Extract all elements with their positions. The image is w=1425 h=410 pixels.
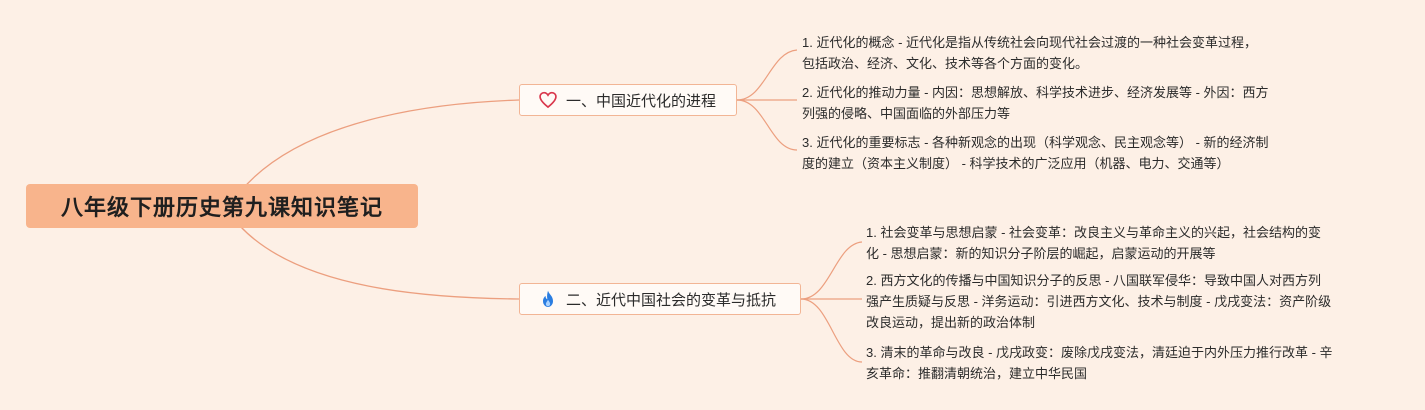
leaf-text-line: 3. 近代化的重要标志 - 各种新观念的出现（科学观念、民主观念等） - 新的经… [802,135,1269,150]
leaf-node-social-change[interactable]: 1. 社会变革与思想启蒙 - 社会变革：改良主义与革命主义的兴起，社会结构的变 … [866,222,1321,264]
leaf-text-line: 度的建立（资本主义制度） - 科学技术的广泛应用（机器、电力、交通等） [802,156,1230,171]
leaf-text-line: 亥革命：推翻清朝统治，建立中华民国 [866,366,1088,381]
leaf-node-concept[interactable]: 1. 近代化的概念 - 近代化是指从传统社会向现代社会过渡的一种社会变革过程， … [802,32,1257,74]
leaf-text-line: 改良运动，提出新的政治体制 [866,315,1036,330]
connector-root-branch-2 [239,225,520,300]
leaf-text-line: 强产生质疑与反思 - 洋务运动：引进西方文化、技术与制度 - 戊戌变法：资产阶级 [866,294,1332,309]
branch-label: 二、近代中国社会的变革与抵抗 [566,291,777,309]
fire-icon [538,289,558,309]
leaf-text-line: 3. 清末的革命与改良 - 戊戌政变：废除戊戌变法，清廷迫于内外压力推行改革 -… [866,345,1333,360]
connector-root-branch-1 [239,99,520,193]
connector-branch-1-item-3 [736,99,798,151]
connector-branch-2-item-1 [800,241,863,300]
connector-branch-1-item-1 [736,49,798,101]
heart-icon [538,90,558,110]
root-node[interactable]: 八年级下册历史第九课知识笔记 [26,184,418,228]
leaf-text-line: 2. 近代化的推动力量 - 内因：思想解放、科学技术进步、经济发展等 - 外因：… [802,85,1269,100]
leaf-text-line: 化 - 思想启蒙：新的知识分子阶层的崛起，启蒙运动的开展等 [866,246,1216,261]
leaf-text-line: 1. 近代化的概念 - 近代化是指从传统社会向现代社会过渡的一种社会变革过程， [802,35,1258,50]
branch-label: 一、中国近代化的进程 [566,92,717,110]
leaf-text-line: 2. 西方文化的传播与中国知识分子的反思 - 八国联军侵华：导致中国人对西方列 [866,273,1322,288]
leaf-node-western-culture[interactable]: 2. 西方文化的传播与中国知识分子的反思 - 八国联军侵华：导致中国人对西方列 … [866,270,1331,333]
leaf-text-line: 列强的侵略、中国面临的外部压力等 [802,106,1011,121]
leaf-text-line: 包括政治、经济、文化、技术等各个方面的变化。 [802,56,1089,71]
leaf-text-line: 1. 社会变革与思想启蒙 - 社会变革：改良主义与革命主义的兴起，社会结构的变 [866,225,1322,240]
branch-node-modernization[interactable]: 一、中国近代化的进程 [519,84,737,116]
connector-branch-2-item-3 [800,298,863,363]
root-title: 八年级下册历史第九课知识笔记 [60,195,383,220]
branch-node-reform-resistance[interactable]: 二、近代中国社会的变革与抵抗 [519,283,801,315]
leaf-node-important-signs[interactable]: 3. 近代化的重要标志 - 各种新观念的出现（科学观念、民主观念等） - 新的经… [802,132,1269,174]
leaf-node-driving-forces[interactable]: 2. 近代化的推动力量 - 内因：思想解放、科学技术进步、经济发展等 - 外因：… [802,82,1269,124]
leaf-node-late-qing-revolution[interactable]: 3. 清末的革命与改良 - 戊戌政变：废除戊戌变法，清廷迫于内外压力推行改革 -… [866,342,1333,384]
